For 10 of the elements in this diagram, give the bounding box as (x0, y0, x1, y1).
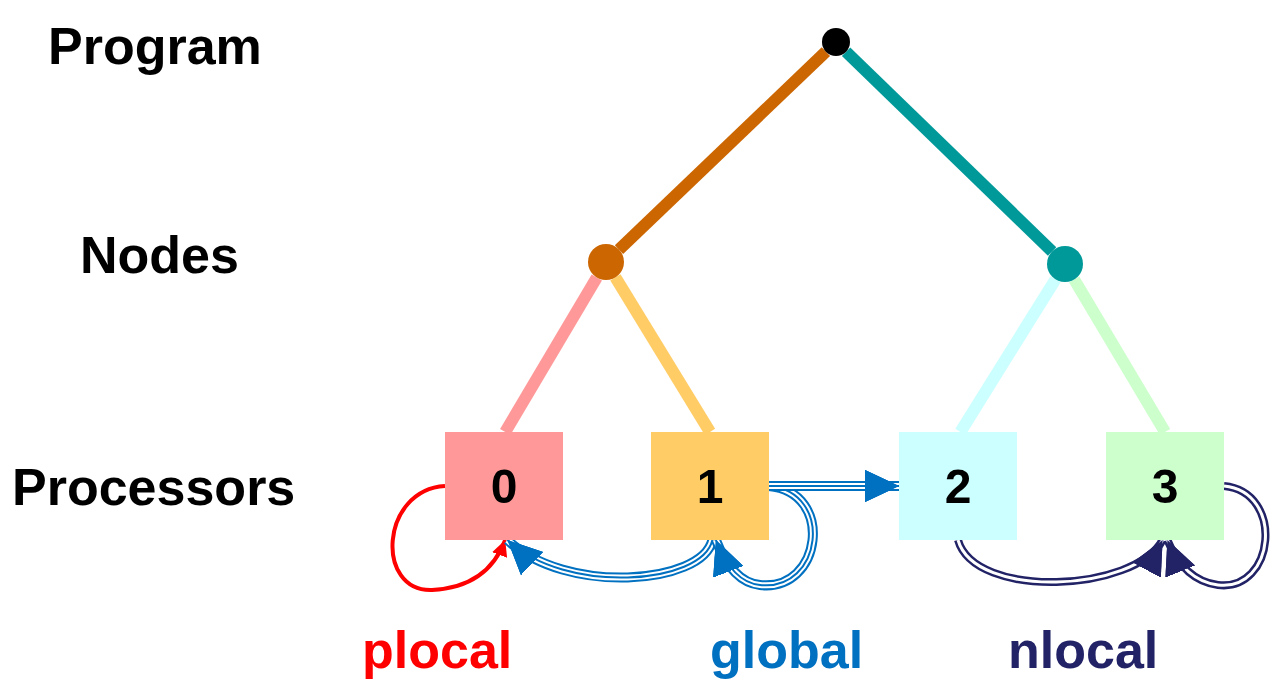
processor-box: 3 (1106, 432, 1224, 540)
junction-dot (1047, 246, 1083, 282)
processor-box: 0 (445, 432, 563, 540)
processor-box: 1 (651, 432, 769, 540)
scope-label: nlocal (1008, 624, 1159, 676)
junction-dot (588, 244, 624, 280)
processor-box: 2 (899, 432, 1017, 540)
junction-dot (822, 28, 850, 56)
level-label: Processors (12, 461, 296, 513)
level-label: Nodes (80, 229, 239, 281)
